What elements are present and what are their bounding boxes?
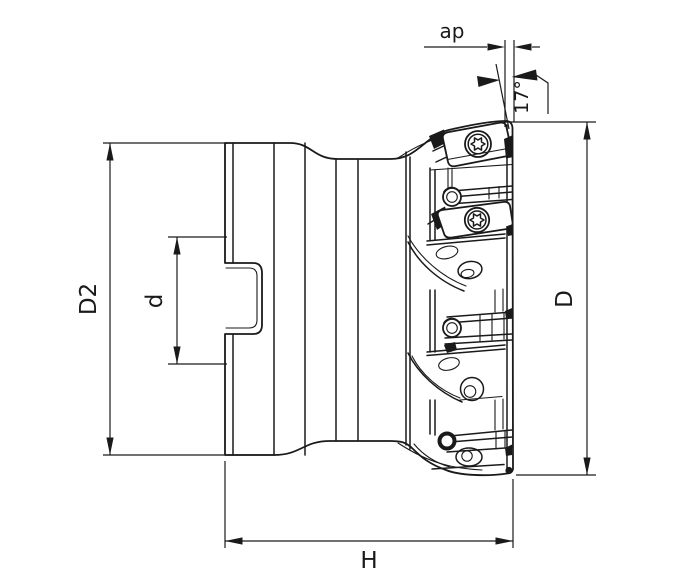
insert-edge-bottom xyxy=(413,429,513,475)
pocket-upper xyxy=(407,233,512,319)
cutter-head xyxy=(397,121,514,475)
torx-screw-icon xyxy=(464,130,492,158)
label-H: H xyxy=(360,548,377,574)
cutter-body xyxy=(224,120,514,477)
label-angle: 17° xyxy=(511,80,533,114)
insert-second xyxy=(427,201,514,239)
keyway-notch xyxy=(225,267,258,329)
label-D2: D2 xyxy=(76,283,102,315)
dimension-ap: ap xyxy=(424,19,540,127)
label-d: d xyxy=(142,294,168,309)
dimension-D: D xyxy=(504,121,596,476)
torx-screw-icon xyxy=(463,206,491,234)
label-ap: ap xyxy=(440,19,465,43)
dimension-D2: D2 xyxy=(76,142,275,456)
dimension-d: d xyxy=(142,236,227,365)
label-D: D xyxy=(552,290,578,308)
pocket-lower xyxy=(407,344,506,431)
insert-edge-top xyxy=(442,185,513,207)
dimension-H: H xyxy=(224,461,514,574)
dimension-angle: 17° xyxy=(477,63,549,130)
insert-top xyxy=(429,121,513,168)
